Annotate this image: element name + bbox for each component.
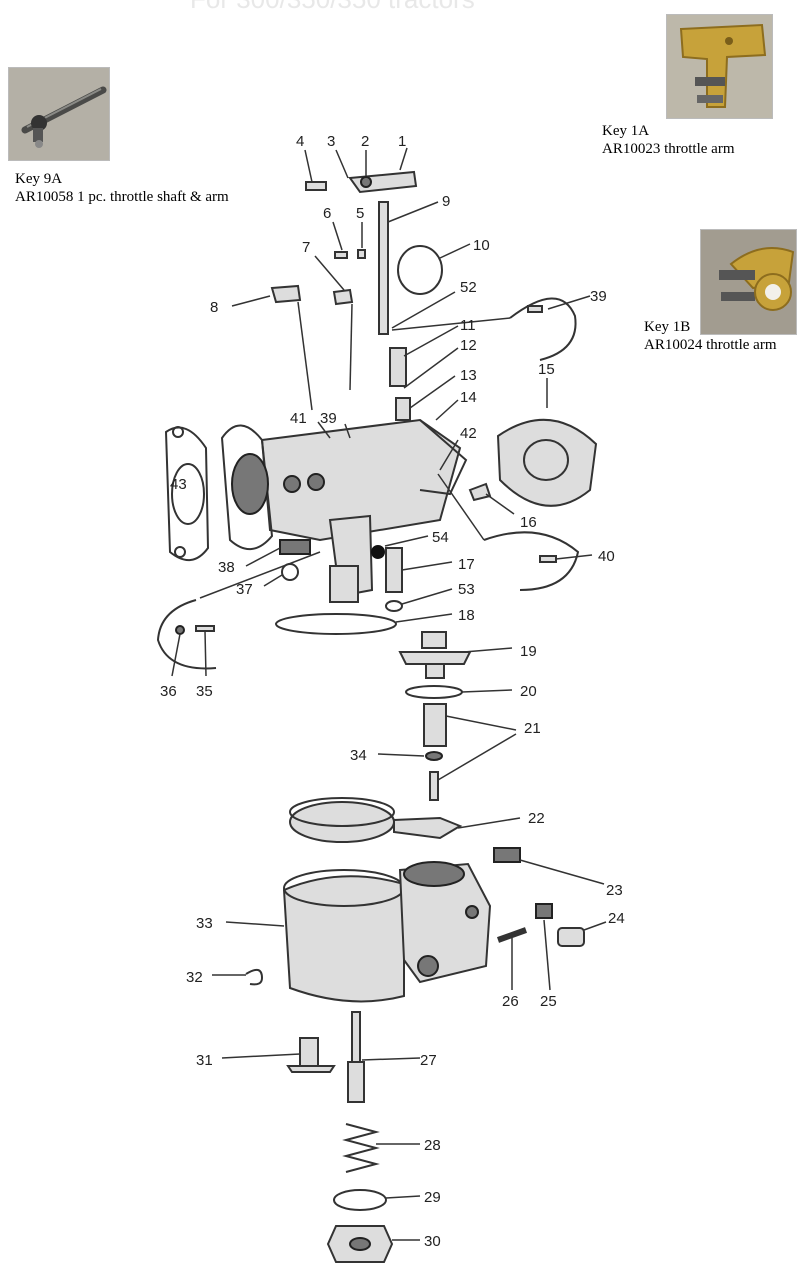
valve-23: [493, 847, 521, 863]
lever-part: [332, 288, 354, 391]
label-39a: 39: [320, 410, 337, 427]
label-17: 17: [458, 556, 475, 573]
float-22: [289, 797, 463, 843]
small-screws: [334, 249, 366, 259]
clip-32: [245, 968, 264, 986]
label-42: 42: [460, 425, 477, 442]
label-12: 12: [460, 337, 477, 354]
screw-16: [468, 482, 492, 502]
label-18: 18: [458, 607, 475, 624]
key-1a-description: AR10023 throttle arm: [602, 141, 735, 157]
label-35: 35: [196, 683, 213, 700]
float-bowl-33: [282, 861, 492, 1003]
key-9a-label: Key 9A: [15, 171, 63, 187]
label-40: 40: [598, 548, 615, 565]
nut-30: [326, 1225, 394, 1263]
key-9a-caption: Key 9A AR10058 1 pc. throttle shaft & ar…: [15, 170, 255, 206]
key-9a-description: AR10058 1 pc. throttle shaft & arm: [15, 189, 229, 205]
needle-27: [347, 1011, 365, 1103]
plug-24: [557, 927, 585, 947]
label-3: 3: [327, 133, 335, 150]
spring-part: [395, 397, 411, 421]
gasket-15: [496, 418, 598, 507]
label-5: 5: [356, 205, 364, 222]
clip-37: [281, 563, 299, 581]
valve-54: [371, 545, 385, 559]
label-33: 33: [196, 915, 213, 932]
key-1a-caption: Key 1A AR10023 throttle arm: [602, 122, 802, 158]
throttle-arm-part: [348, 170, 418, 194]
plug-38: [279, 539, 311, 555]
label-31: 31: [196, 1052, 213, 1069]
nut-19: [398, 631, 472, 679]
label-30: 30: [424, 1233, 441, 1250]
choke-lever-part: [270, 284, 313, 411]
label-53: 53: [458, 581, 475, 598]
label-25: 25: [540, 993, 557, 1010]
spring-28: [342, 1123, 380, 1173]
key-1b-caption: Key 1B AR10024 throttle arm: [644, 318, 809, 354]
label-19: 19: [520, 643, 537, 660]
label-24: 24: [608, 910, 625, 927]
label-26: 26: [502, 993, 519, 1010]
label-43: 43: [170, 476, 187, 493]
label-37: 37: [236, 581, 253, 598]
faint-header-text: For 300/350/350 tractors: [190, 0, 550, 15]
throttle-body: [220, 418, 468, 603]
label-29: 29: [424, 1189, 441, 1206]
drain-31: [286, 1037, 336, 1073]
label-6: 6: [323, 205, 331, 222]
label-11: 11: [460, 317, 476, 334]
throttle-shaft-part: [378, 201, 389, 335]
throttle-plate-part: [397, 245, 443, 295]
label-52: 52: [460, 279, 477, 296]
label-10: 10: [473, 237, 490, 254]
key-1a-label: Key 1A: [602, 123, 650, 139]
screw-25: [535, 903, 553, 919]
label-13: 13: [460, 367, 477, 384]
label-1: 1: [398, 133, 406, 150]
label-16: 16: [520, 514, 537, 531]
label-54: 54: [432, 529, 449, 546]
label-14: 14: [460, 389, 477, 406]
throttle-arm-photo-1a: [666, 14, 773, 119]
label-15: 15: [538, 361, 555, 378]
key-1b-description: AR10024 throttle arm: [644, 337, 777, 353]
label-32: 32: [186, 969, 203, 986]
label-36: 36: [160, 683, 177, 700]
label-28: 28: [424, 1137, 441, 1154]
label-21: 21: [524, 720, 541, 737]
label-23: 23: [606, 882, 623, 899]
pin-17: [385, 547, 403, 593]
label-2: 2: [361, 133, 369, 150]
label-7: 7: [302, 239, 310, 256]
key-1b-label: Key 1B: [644, 319, 691, 335]
label-34: 34: [350, 747, 367, 764]
label-41: 41: [290, 410, 307, 427]
label-9: 9: [442, 193, 450, 210]
label-8: 8: [210, 299, 218, 316]
jet-21: [423, 703, 447, 801]
throttle-arm-photo-1b: [700, 229, 797, 335]
gasket-43: [164, 426, 210, 561]
part-number-labels: 1 2 3 4 5 6 7 8 9 10 11 12 13 14 15 16 1…: [160, 133, 625, 1250]
label-22: 22: [528, 810, 545, 827]
screw-part: [305, 181, 327, 191]
label-20: 20: [520, 683, 537, 700]
label-27: 27: [420, 1052, 437, 1069]
label-4: 4: [296, 133, 304, 150]
label-39b: 39: [590, 288, 607, 305]
pin-26: [496, 927, 528, 943]
bushing-part: [389, 347, 407, 387]
throttle-shaft-photo: [8, 67, 110, 161]
label-38: 38: [218, 559, 235, 576]
